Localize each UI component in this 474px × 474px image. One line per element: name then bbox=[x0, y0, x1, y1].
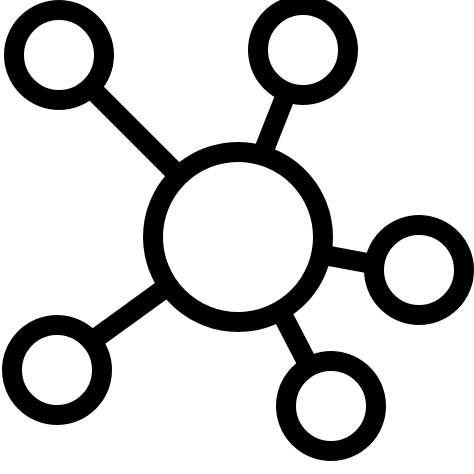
connector-top-left bbox=[82, 79, 186, 183]
hub-node bbox=[143, 142, 333, 332]
satellite-node-bottom-left bbox=[2, 315, 112, 425]
connector-bottom-left bbox=[86, 282, 167, 350]
satellite-node-bottom-right bbox=[276, 351, 386, 461]
satellite-node-right bbox=[364, 215, 474, 325]
connector-top-right bbox=[254, 93, 295, 154]
satellite-node-top-right bbox=[248, 0, 358, 105]
satellite-node-top-left bbox=[4, 0, 114, 110]
